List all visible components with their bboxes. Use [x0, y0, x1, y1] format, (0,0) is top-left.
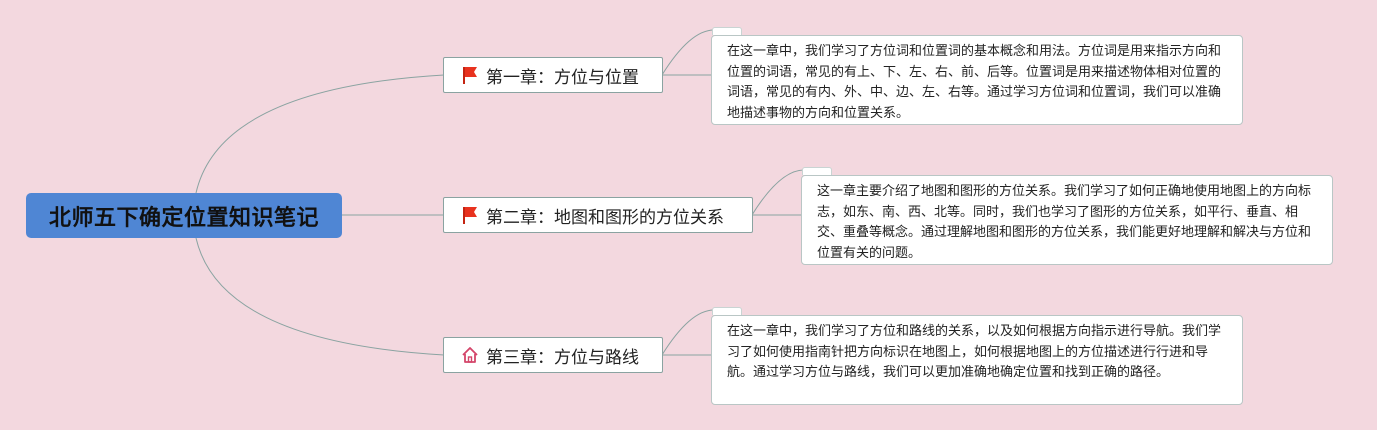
- connector-chapter-2-note: [751, 169, 805, 216]
- connector-root-chapter-1: [195, 74, 445, 194]
- chapter-1-note-tab: [712, 27, 742, 35]
- chapter-3-note-text: 在这一章中，我们学习了方位和路线的关系，以及如何根据方向指示进行导航。我们学习了…: [727, 324, 1222, 380]
- chapter-3-title: 第三章：方位与路线: [486, 347, 639, 368]
- red-flag-icon: [463, 67, 477, 84]
- connector-root-chapter-3: [195, 237, 445, 356]
- chapter-2-topic[interactable]: 第二章：地图和图形的方位关系: [443, 197, 753, 233]
- chapter-3-topic[interactable]: 第三章：方位与路线: [443, 337, 663, 373]
- chapter-2-note-text: 这一章主要介绍了地图和图形的方位关系。我们学习了如何正确地使用地图上的方向标志，…: [817, 184, 1312, 261]
- chapter-1-note-text: 在这一章中，我们学习了方位词和位置词的基本概念和用法。方位词是用来指示方向和位置…: [727, 44, 1222, 121]
- root-topic-label: 北师五下确定位置知识笔记: [48, 205, 319, 231]
- chapter-1-title: 第一章：方位与位置: [486, 67, 639, 88]
- chapter-2-title: 第二章：地图和图形的方位关系: [486, 207, 724, 228]
- connector-chapter-3-note: [661, 309, 715, 356]
- chapter-3-note: 在这一章中，我们学习了方位和路线的关系，以及如何根据方向指示进行导航。我们学习了…: [711, 315, 1243, 405]
- connector-chapter-1-note: [661, 29, 715, 76]
- chapter-2-note: 这一章主要介绍了地图和图形的方位关系。我们学习了如何正确地使用地图上的方向标志，…: [801, 175, 1333, 265]
- home-icon: [462, 347, 478, 363]
- chapter-3-note-tab: [712, 307, 742, 315]
- red-flag-icon: [463, 207, 477, 224]
- chapter-1-topic[interactable]: 第一章：方位与位置: [443, 57, 663, 93]
- root-topic[interactable]: 北师五下确定位置知识笔记: [26, 193, 342, 238]
- chapter-2-note-tab: [802, 167, 832, 175]
- chapter-1-note: 在这一章中，我们学习了方位词和位置词的基本概念和用法。方位词是用来指示方向和位置…: [711, 35, 1243, 125]
